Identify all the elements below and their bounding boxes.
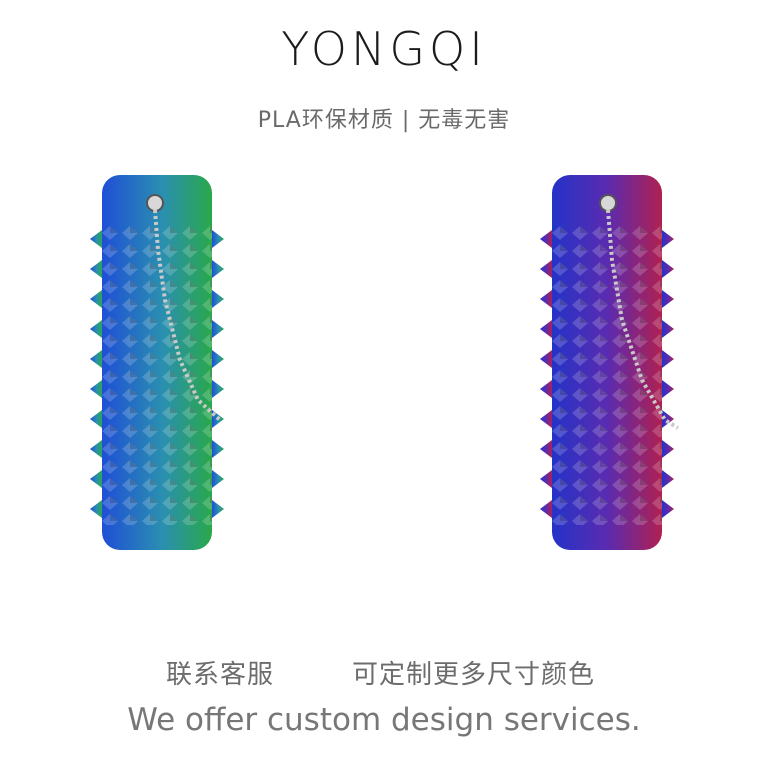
footer-info-row: 联系客服 可定制更多尺寸颜色 xyxy=(0,654,768,690)
product-image-blue-red xyxy=(530,170,690,560)
product-image-blue-green xyxy=(80,170,240,560)
brand-title: YONGQI xyxy=(281,22,487,76)
customization-label: 可定制更多尺寸颜色 xyxy=(352,660,596,690)
customer-service-label: 联系客服 xyxy=(166,660,275,690)
custom-design-tagline: We offer custom design services. xyxy=(127,702,641,738)
material-subtitle: PLA环保材质 | 无毒无害 xyxy=(257,108,511,133)
